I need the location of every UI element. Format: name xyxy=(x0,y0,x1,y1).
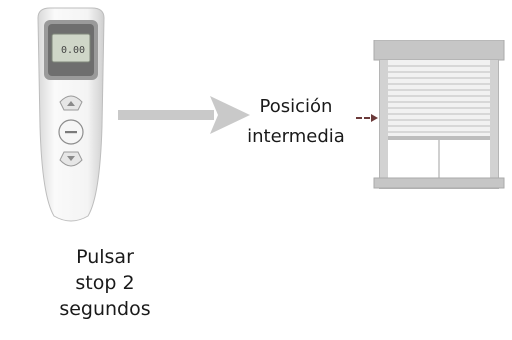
process-arrow xyxy=(118,96,250,134)
arrow-label-line2: intermedia xyxy=(247,126,345,147)
arrow-label: Posición intermedia xyxy=(226,92,366,152)
remote-control: 0.00 xyxy=(37,7,105,222)
arrow-label-line1: Posición xyxy=(259,96,333,117)
window-sill xyxy=(373,177,505,189)
caption-line1: Pulsar xyxy=(76,246,134,268)
remote-display xyxy=(51,33,91,63)
caption-line2: stop 2 xyxy=(75,272,135,294)
roller-shutter-window xyxy=(373,40,505,189)
shutter-slats xyxy=(388,60,490,140)
remote-display-text: 0.00 xyxy=(61,45,85,56)
caption: Pulsar stop 2 segundos xyxy=(20,244,190,322)
shutter-box xyxy=(373,40,505,61)
small-arrow xyxy=(356,114,378,122)
caption-line3: segundos xyxy=(59,298,151,320)
